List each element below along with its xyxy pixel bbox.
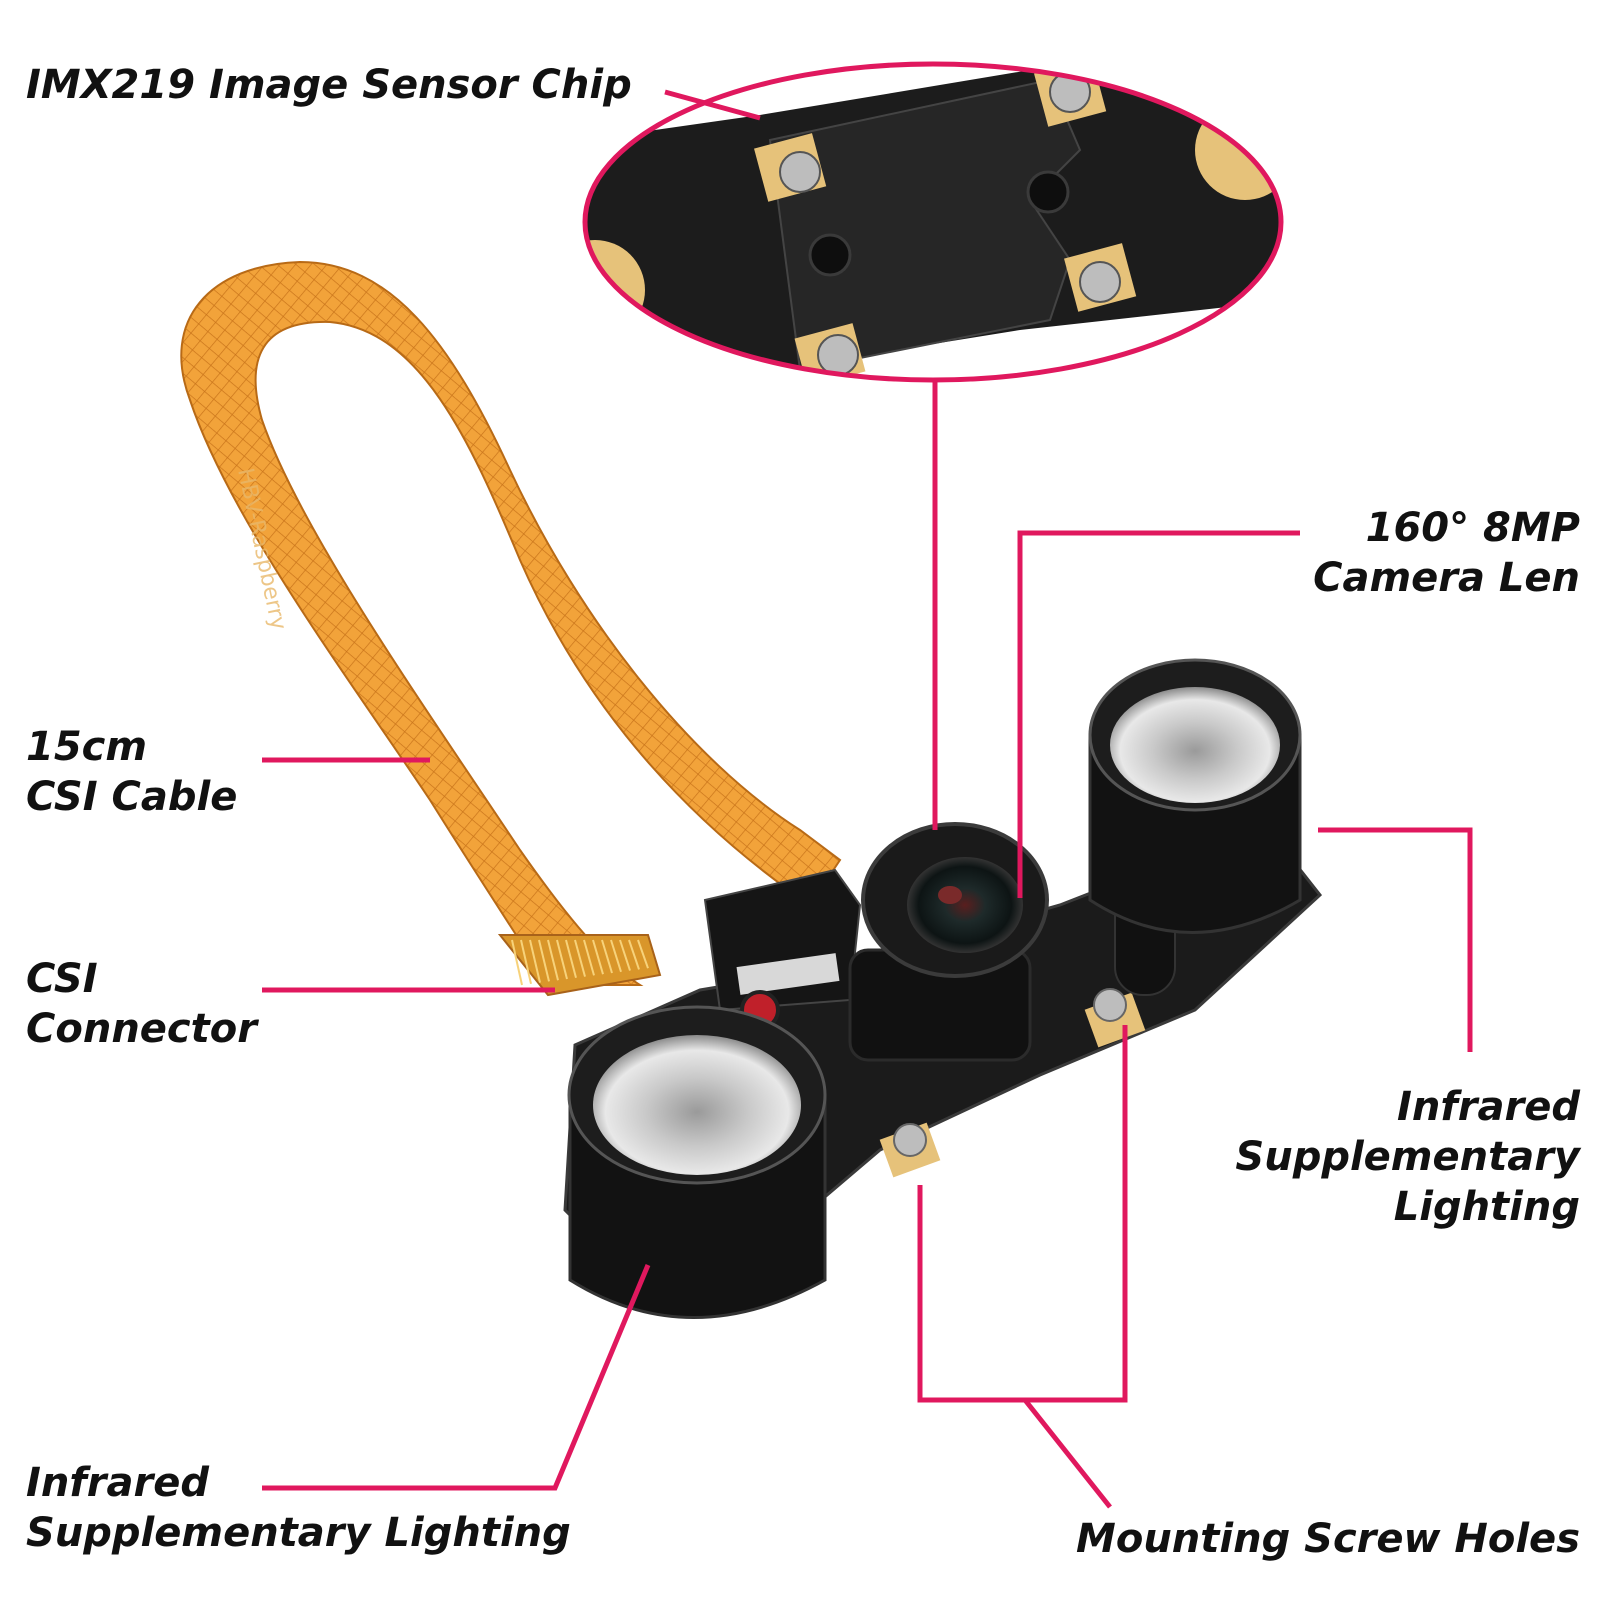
ir-led-right	[1088, 658, 1302, 934]
connector-contact	[592, 939, 604, 975]
connector-contact	[547, 939, 559, 981]
connector-contact	[520, 939, 532, 985]
csi-connector-end	[497, 934, 662, 997]
camera-lens	[848, 822, 1049, 1062]
connector-contact	[529, 939, 541, 983]
callout-sensor	[664, 89, 761, 121]
mounting-screw-left	[879, 1122, 941, 1178]
connector-contact	[601, 939, 613, 974]
callout-mounting-down	[1023, 1398, 1112, 1509]
connector-contact	[628, 939, 640, 970]
sensor-chip-closeup	[582, 61, 1284, 383]
ir-led-left	[567, 1005, 827, 1319]
label-ir-left: Infrared Supplementary Lighting	[26, 1460, 571, 1556]
connector-contact	[565, 939, 577, 979]
label-csi-cable: 15cm CSI Cable	[26, 724, 238, 820]
label-csi-connector: CSI Connector	[26, 956, 257, 1052]
camera-board	[563, 658, 1323, 1319]
label-camera-lens: 160° 8MP Camera Len	[1313, 505, 1580, 601]
callout-ir-left	[262, 1264, 651, 1491]
label-sensor-chip: IMX219 Image Sensor Chip	[26, 62, 632, 108]
label-mounting-screw-holes: Mounting Screw Holes	[1076, 1516, 1580, 1562]
csi-cable: HBV-Raspberry	[180, 260, 842, 997]
mounting-screw-right	[1084, 988, 1146, 1048]
callout-mounting	[917, 1025, 1128, 1403]
label-ir-right: Infrared Supplementary Lighting	[1235, 1084, 1580, 1230]
callout-lines	[262, 89, 1473, 1509]
callout-lens	[1017, 530, 1300, 898]
callout-ir-right	[1318, 827, 1473, 1052]
connector-contact	[556, 939, 568, 980]
connector-contact	[637, 939, 649, 969]
connector-contact	[574, 939, 586, 977]
connector-contact	[619, 939, 631, 971]
connector-contact	[538, 939, 550, 982]
connector-contact	[583, 939, 595, 976]
connector-contact	[511, 939, 523, 986]
connector-contact	[610, 939, 622, 973]
